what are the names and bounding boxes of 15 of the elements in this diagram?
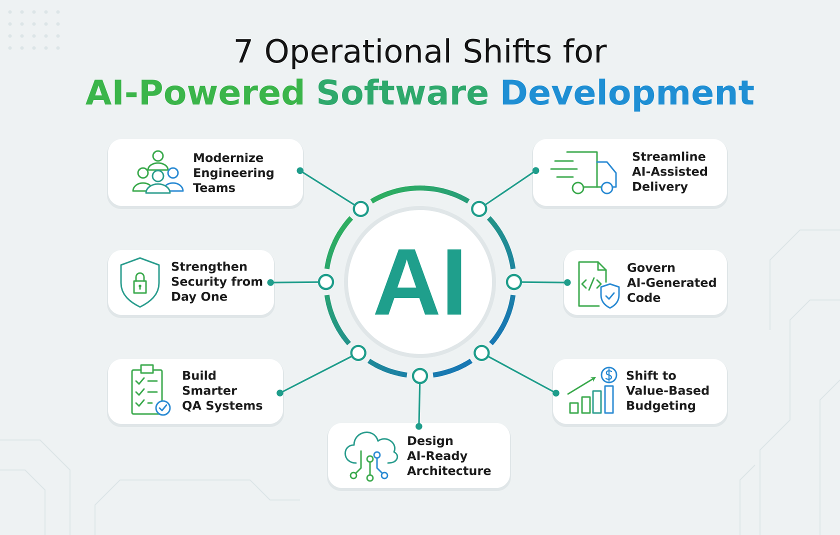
text-card: Build Smarter QA Systems (107, 359, 284, 427)
text-card: Streamline AI-Assisted Delivery (532, 139, 728, 209)
connector-line (276, 344, 366, 396)
title: 7 Operational Shifts for AI-Powered Software Development (86, 38, 754, 112)
text-card: Design AI-Ready Architecture (327, 422, 511, 491)
text-card: Shift to Value-Based Budgeting (552, 359, 728, 427)
connector-line (267, 274, 334, 290)
connector-line (471, 167, 540, 218)
text-card: Strengthen Security from Day One (107, 250, 275, 318)
connector-line (474, 344, 560, 396)
connector-line (506, 274, 571, 290)
connector-line (412, 368, 428, 430)
connector-line (296, 167, 369, 218)
text-card: Modernize Engineering Teams (107, 139, 304, 209)
text-card: Govern AI-Generated Code (563, 250, 728, 318)
